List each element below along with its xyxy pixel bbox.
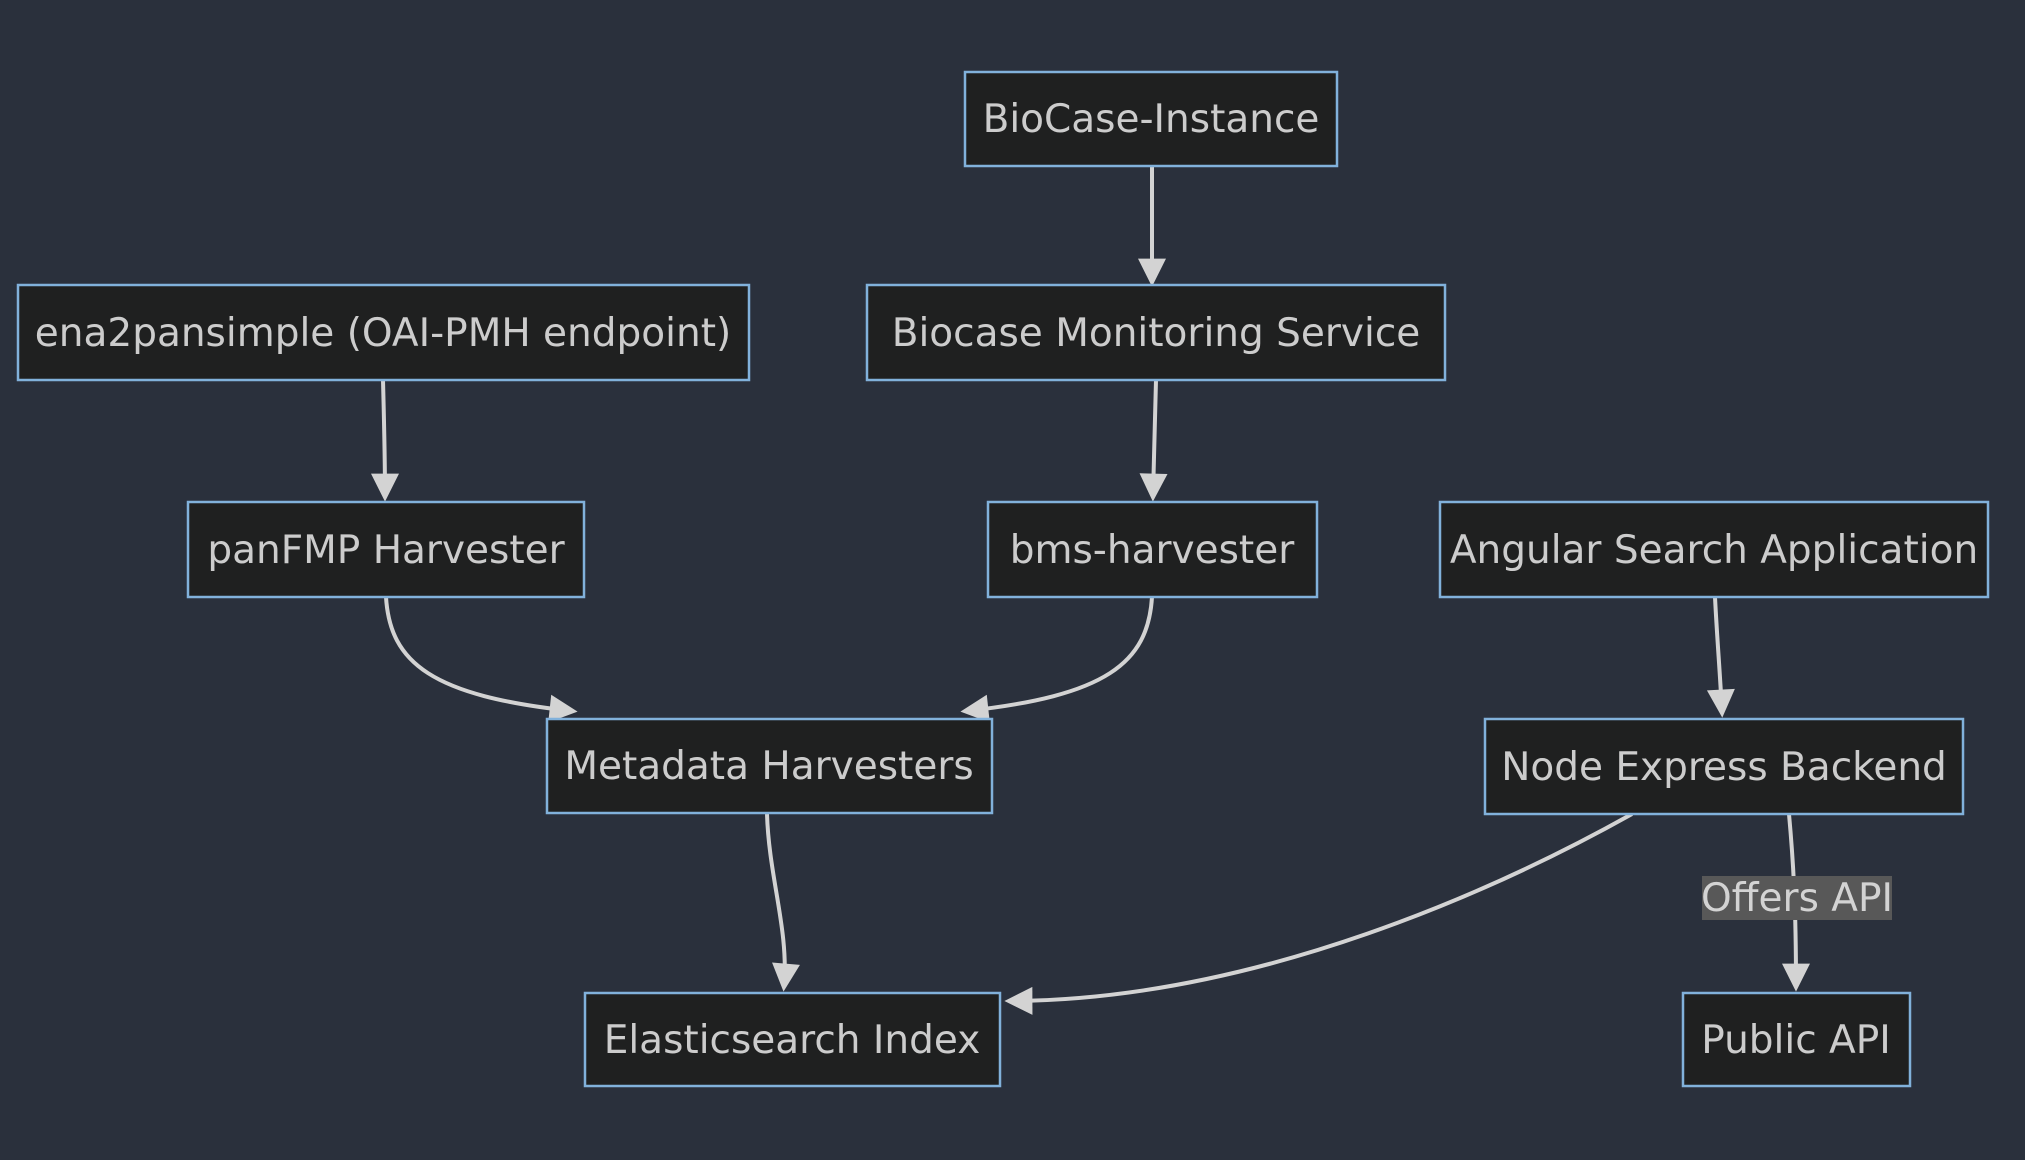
node-ena2pansimple-box — [16, 283, 751, 382]
node-bms-harvester: bms-harvester — [986, 500, 1319, 599]
edge-label-background — [1702, 876, 1892, 920]
node-biocase-instance-label: BioCase-Instance — [983, 97, 1320, 142]
edge-angular-search-application-to-node-express-backend — [1706, 596, 1735, 718]
node-elasticsearch-index-label: Elasticsearch Index — [604, 1018, 981, 1063]
node-public-api-label: Public API — [1701, 1018, 1891, 1063]
node-angular-search-application-label: Angular Search Application — [1450, 528, 1978, 573]
node-biocase-instance-box — [963, 70, 1339, 168]
node-node-express-backend-box — [1483, 717, 1965, 816]
node-bms-harvester-label: bms-harvester — [1010, 528, 1295, 573]
node-elasticsearch-index-box — [583, 991, 1002, 1088]
node-ena2pansimple: ena2pansimple (OAI-PMH endpoint) — [16, 283, 751, 382]
node-public-api: Public API — [1681, 991, 1912, 1088]
node-node-express-backend: Node Express Backend — [1483, 717, 1965, 816]
edge-ena2pansimple-to-panfmp-harvester — [370, 379, 399, 502]
node-panfmp-harvester: panFMP Harvester — [186, 500, 586, 599]
edge-label-offers-api: Offers API — [1701, 876, 1893, 921]
edge-bms-harvester-to-metadata-harvesters — [960, 596, 1154, 723]
node-public-api-box — [1681, 991, 1912, 1088]
node-panfmp-harvester-box — [186, 500, 586, 599]
node-bms-harvester-box — [986, 500, 1319, 599]
node-metadata-harvesters: Metadata Harvesters — [545, 717, 994, 815]
node-elasticsearch-index: Elasticsearch Index — [583, 991, 1002, 1088]
node-angular-search-application-box — [1438, 500, 1990, 599]
node-angular-search-application: Angular Search Application — [1438, 500, 1990, 599]
node-node-express-backend-label: Node Express Backend — [1501, 745, 1947, 790]
node-metadata-harvesters-label: Metadata Harvesters — [564, 744, 973, 789]
edge-biocase-monitoring-service-to-bms-harvester — [1139, 379, 1168, 502]
node-panfmp-harvester-label: panFMP Harvester — [207, 528, 565, 573]
edge-metadata-harvesters-to-elasticsearch-index — [765, 813, 800, 992]
node-metadata-harvesters-box — [545, 717, 994, 815]
node-biocase-monitoring-service-label: Biocase Monitoring Service — [892, 311, 1421, 356]
node-ena2pansimple-label: ena2pansimple (OAI-PMH endpoint) — [35, 311, 731, 356]
edge-node-express-backend-to-elasticsearch-index — [1004, 812, 1633, 1015]
node-biocase-monitoring-service-box — [865, 283, 1447, 382]
node-biocase-instance: BioCase-Instance — [963, 70, 1339, 168]
edge-panfmp-harvester-to-metadata-harvesters — [384, 596, 578, 723]
node-biocase-monitoring-service: Biocase Monitoring Service — [865, 283, 1447, 382]
edge-label-text: Offers API — [1701, 876, 1893, 921]
